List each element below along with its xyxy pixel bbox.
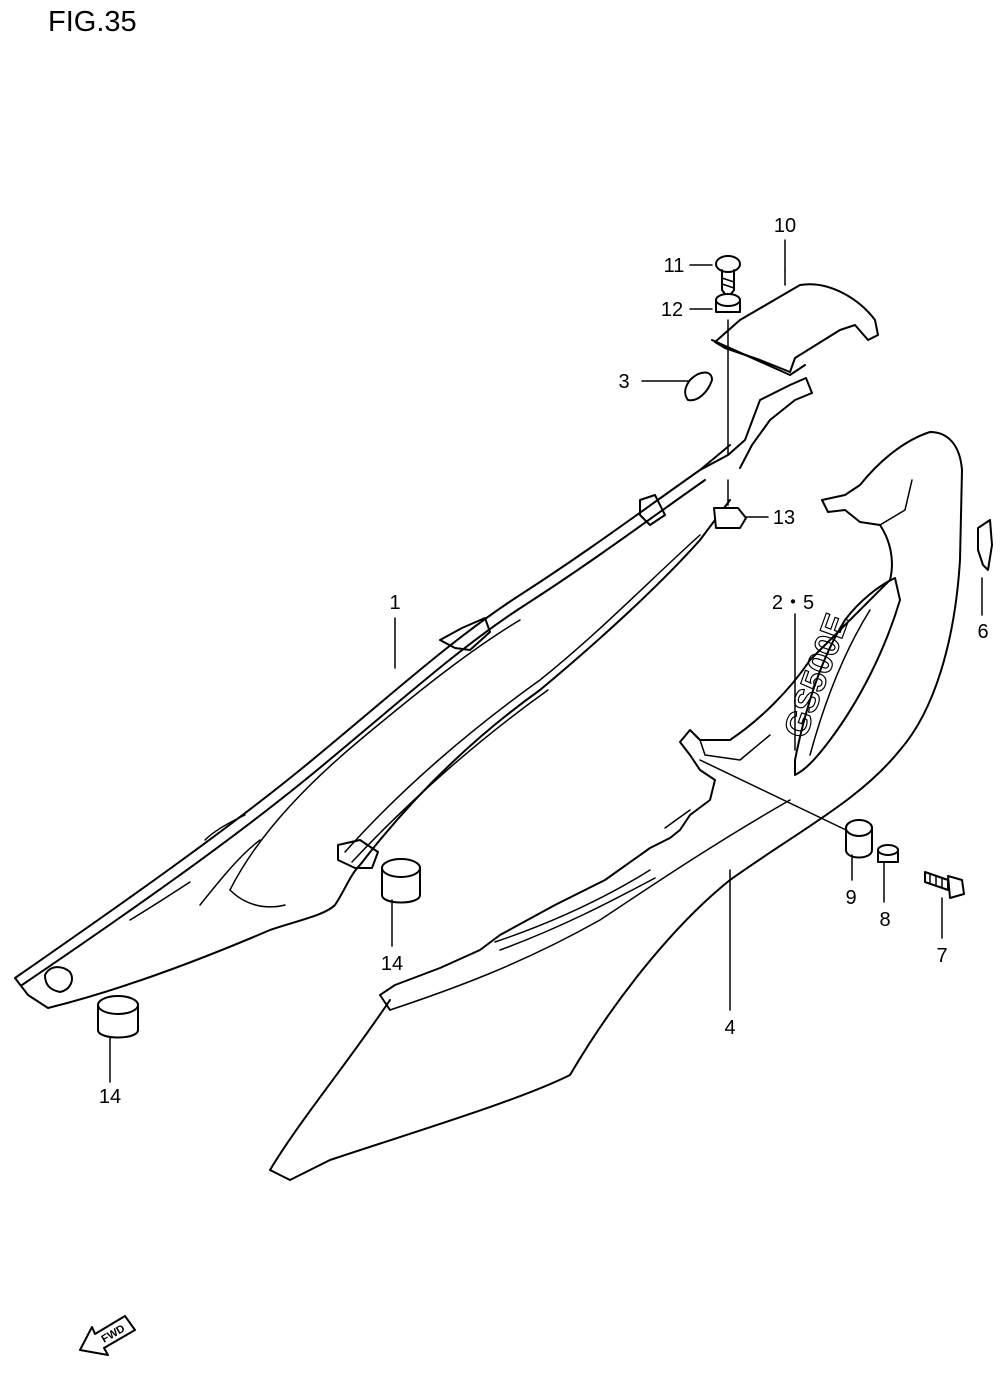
- cushion-part-14-lower: [97, 995, 139, 1039]
- cushion-part-9: [845, 819, 873, 859]
- callout-4: 4: [724, 1017, 735, 1039]
- assembly-line-mount: [699, 759, 847, 831]
- emblem-lettering: GS500E: [777, 609, 857, 743]
- plate-part-6: [977, 519, 993, 571]
- callout-6: 6: [977, 621, 988, 643]
- frame-cover-left-part-1: [14, 377, 813, 1009]
- bolt-part-7: [924, 871, 965, 899]
- callout-9: 9: [845, 887, 856, 909]
- nut-part-13: [713, 507, 747, 529]
- leader-lines: [109, 239, 983, 1083]
- callout-7: 7: [936, 945, 947, 967]
- callout-3: 3: [618, 371, 629, 393]
- frame-cover-right-part-4: [269, 431, 963, 1181]
- figure-title: FIG.35: [48, 6, 137, 38]
- callout-12: 12: [661, 299, 683, 321]
- callout-8: 8: [879, 909, 890, 931]
- callout-13: 13: [773, 507, 795, 529]
- fwd-arrow-icon: FWD: [79, 1315, 136, 1356]
- clip-part-3: [684, 371, 713, 402]
- screw-part-11: [715, 255, 741, 299]
- cushion-part-14-upper: [381, 858, 421, 904]
- callout-2-5: 2・5: [772, 592, 814, 614]
- callout-10: 10: [774, 215, 796, 237]
- collar-part-8: [877, 844, 899, 863]
- callout-14-lower: 14: [99, 1086, 121, 1108]
- grommet-part-12: [715, 293, 741, 313]
- hook-cover-part-10: [711, 269, 879, 376]
- callout-1: 1: [389, 592, 400, 614]
- callout-11: 11: [664, 255, 685, 277]
- callout-14-upper: 14: [381, 953, 403, 975]
